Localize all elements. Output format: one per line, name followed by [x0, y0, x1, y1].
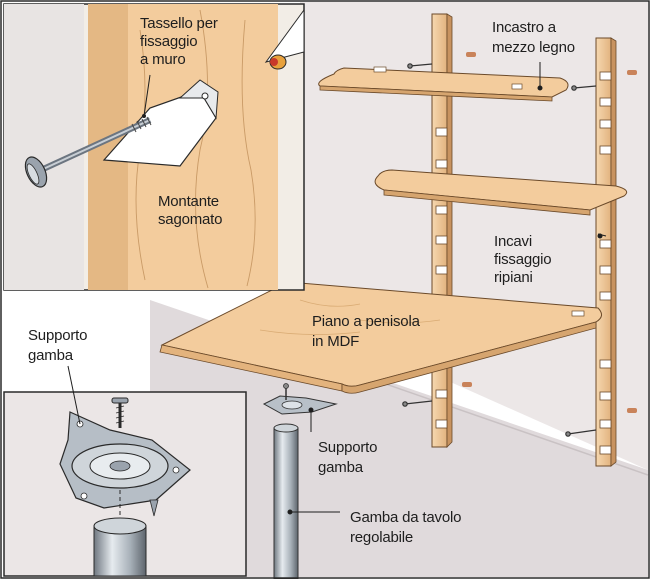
svg-text:Tassello per: Tassello per [140, 15, 218, 32]
top-shelf [318, 66, 569, 102]
middle-shelf [374, 169, 628, 216]
label-tassello: Tassello per fissaggio a muro [140, 15, 218, 68]
svg-text:Supporto: Supporto [28, 327, 87, 344]
svg-text:Incavi: Incavi [494, 233, 532, 250]
svg-text:a muro: a muro [140, 51, 186, 68]
inset-callout [264, 8, 305, 63]
svg-text:in MDF: in MDF [312, 333, 359, 350]
label-incastro: Incastro a mezzo legno [492, 19, 575, 56]
peninsula-desk-top [159, 281, 602, 394]
svg-text:ripiani: ripiani [494, 269, 533, 286]
leg-support-bracket-right [262, 383, 338, 415]
svg-text:gamba: gamba [318, 459, 364, 476]
leg-support-inset [3, 365, 247, 577]
svg-text:Incastro a: Incastro a [492, 19, 557, 36]
leader-lines [287, 62, 607, 515]
svg-text:gamba: gamba [28, 347, 74, 364]
svg-text:mezzo legno: mezzo legno [492, 39, 575, 56]
label-supporto-left: Supporto gamba [28, 327, 87, 364]
svg-text:sagomato: sagomato [158, 211, 222, 228]
svg-text:Supporto: Supporto [318, 439, 377, 456]
svg-text:Gamba da tavolo: Gamba da tavolo [350, 509, 461, 526]
svg-text:Montante: Montante [158, 193, 219, 210]
svg-text:Piano a penisola: Piano a penisola [312, 313, 421, 330]
label-piano: Piano a penisola in MDF [312, 313, 421, 350]
label-incavi: Incavi fissaggio ripiani [494, 233, 552, 286]
dowel-inset [3, 3, 305, 291]
wall-screws [402, 63, 597, 437]
svg-text:fissaggio: fissaggio [140, 33, 197, 50]
label-supporto-right: Supporto gamba [318, 439, 377, 476]
label-gamba: Gamba da tavolo regolabile [350, 509, 461, 546]
right-upright-post [595, 37, 617, 467]
wall-plug-detail [269, 54, 287, 70]
label-montante: Montante sagomato [158, 193, 222, 228]
svg-text:regolabile: regolabile [350, 529, 413, 546]
svg-text:fissaggio: fissaggio [494, 251, 551, 268]
adjustable-leg-pipe [273, 423, 299, 579]
wall-plugs [462, 52, 637, 413]
